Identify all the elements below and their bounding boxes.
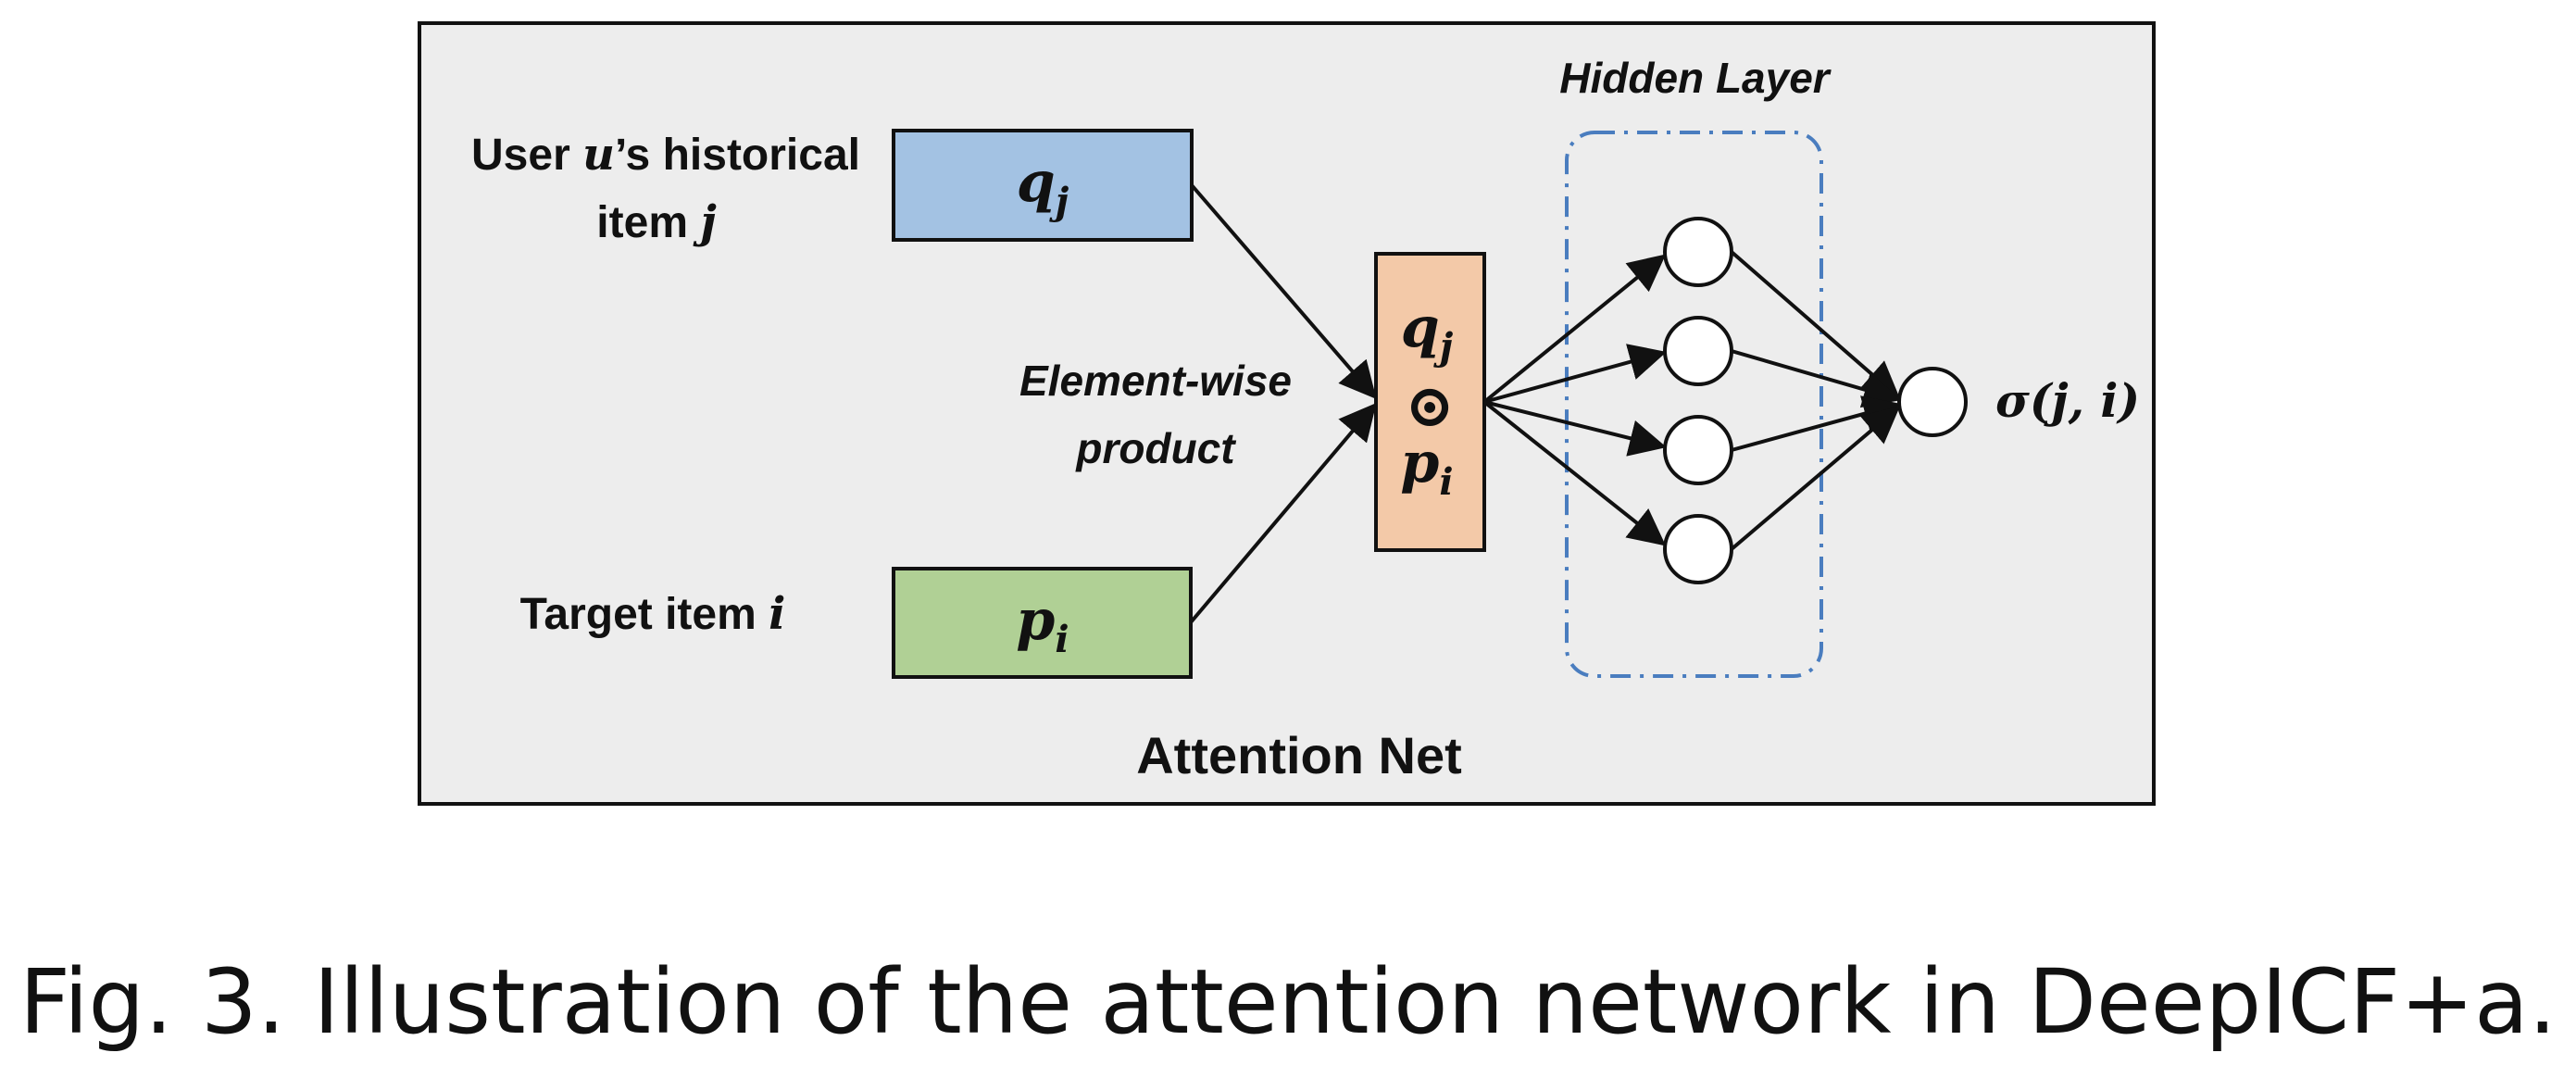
hidden-layer-label: Hidden Layer [1559, 54, 1832, 102]
hidden-node-1 [1663, 217, 1733, 287]
arrow-node-4-to-output [1730, 406, 1901, 551]
arrow-product-to-node-2 [1483, 344, 1667, 404]
hidden-node-4 [1663, 514, 1733, 584]
arrow-q-to-product [1190, 183, 1377, 400]
product-p-label: pi [1400, 431, 1453, 504]
arrow-node-2-to-output [1731, 349, 1901, 408]
output-sigma-label: σ(j, i) [1995, 373, 2140, 428]
p-embedding-label: pi [1016, 588, 1069, 661]
element-wise-label-line2: product [1074, 424, 1236, 472]
hidden-layer-region [1565, 131, 1823, 678]
arrow-product-to-node-1 [1482, 254, 1667, 404]
attention-net-label: Attention Net [1136, 726, 1462, 784]
user-item-label-line1: User u’s historical [471, 129, 860, 181]
hidden-node-2 [1663, 316, 1733, 386]
element-wise-label-line1: Element-wise [1019, 357, 1292, 405]
figure-caption: Fig. 3. Illustration of the attention ne… [19, 950, 2557, 1054]
output-node [1897, 367, 1968, 437]
q-embedding-label: qj [1017, 150, 1069, 223]
arrow-p-to-product [1189, 402, 1377, 624]
target-item-label: Target item i [520, 588, 786, 640]
hidden-node-3 [1663, 415, 1733, 485]
arrow-product-to-node-3 [1483, 400, 1667, 457]
product-q-label: qj [1401, 295, 1454, 369]
arrow-product-to-node-4 [1482, 400, 1667, 546]
odot-symbol: ⊙ [1405, 371, 1455, 441]
q-embedding-box [892, 129, 1194, 242]
p-embedding-box [892, 567, 1193, 679]
product-box [1374, 252, 1486, 552]
user-item-label-line2: item j [596, 196, 716, 248]
